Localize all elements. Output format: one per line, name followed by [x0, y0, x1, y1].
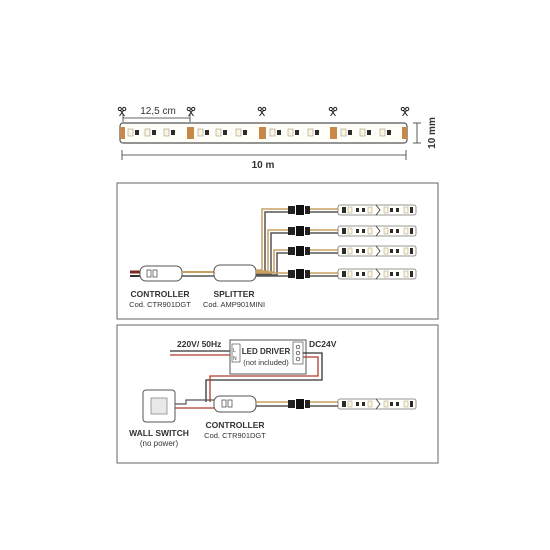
- dc-label: DC24V: [309, 339, 337, 349]
- width-dimension: 10 mm: [413, 117, 438, 149]
- controller-title-2: CONTROLLER: [205, 420, 264, 430]
- switch-note: (no power): [140, 439, 179, 448]
- splitter-title: SPLITTER: [213, 289, 254, 299]
- driver-note: (not included): [243, 358, 289, 367]
- output-line-2: [288, 225, 417, 237]
- cut-length-dimension: 12,5 cm: [122, 106, 191, 122]
- panel-wall-switch-setup: [116, 324, 439, 464]
- width-label: 10 mm: [427, 117, 438, 149]
- splitter-wires: [256, 208, 288, 277]
- output-line-4: [288, 268, 417, 280]
- output-line-1: [288, 204, 417, 216]
- scissors-icon: [257, 106, 267, 117]
- output-line-panel2: [288, 398, 417, 410]
- terminal-n: N: [233, 356, 237, 362]
- total-length-dimension: 10 m: [121, 150, 407, 171]
- scissors-icon: [400, 106, 410, 117]
- led-driver: L N LED DRIVER (not included): [229, 339, 307, 375]
- mains-label: 220V/ 50Hz: [177, 339, 221, 349]
- switch-title: WALL SWITCH: [129, 428, 189, 438]
- controller-title-1: CONTROLLER: [130, 289, 189, 299]
- splitter-module: [213, 264, 257, 282]
- scissors-icon: [328, 106, 338, 117]
- controller-module-2: [213, 395, 257, 413]
- scissors-icon: [186, 106, 196, 117]
- splitter-code: Cod. AMP901MINI: [203, 300, 265, 309]
- cut-length-label: 12,5 cm: [140, 106, 176, 117]
- panel-splitter-setup: [116, 182, 439, 320]
- controller-module: [139, 265, 183, 282]
- driver-title: LED DRIVER: [242, 347, 291, 356]
- total-length-label: 10 m: [252, 160, 275, 171]
- terminal-l: L: [233, 348, 236, 354]
- controller-code-1: Cod. CTR901DGT: [129, 300, 191, 309]
- led-strip-top: [119, 122, 408, 144]
- wall-switch: [142, 389, 176, 423]
- output-line-3: [288, 245, 417, 257]
- controller-code-2: Cod. CTR901DGT: [204, 431, 266, 440]
- scissors-icon: [117, 106, 127, 117]
